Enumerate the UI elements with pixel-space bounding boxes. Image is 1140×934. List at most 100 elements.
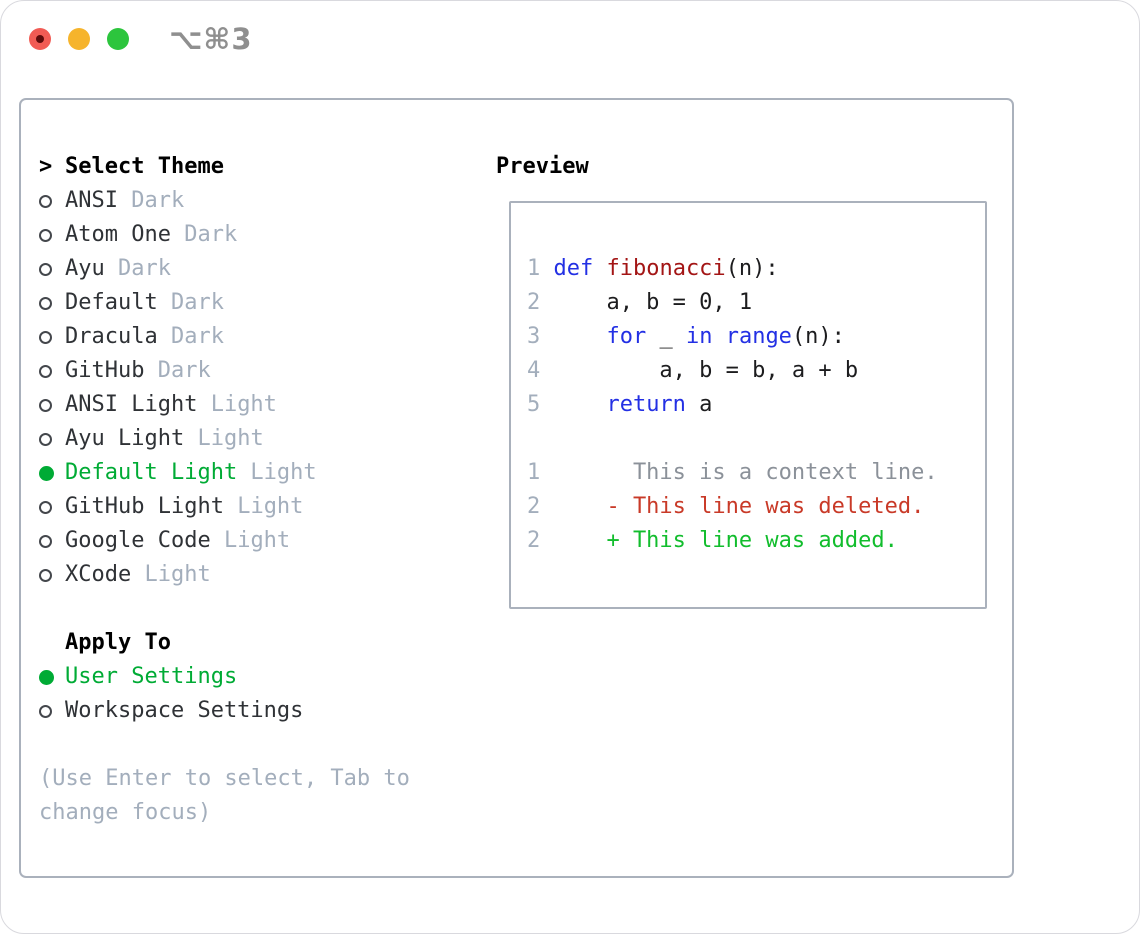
- theme-option-ayu-light[interactable]: Ayu Light Light: [39, 422, 410, 456]
- theme-variant-label: Dark: [157, 290, 224, 315]
- minimize-button[interactable]: [68, 28, 90, 50]
- option-label: Default Light: [65, 460, 238, 485]
- line-number: 2: [527, 290, 541, 315]
- option-label: GitHub: [65, 358, 145, 383]
- spacer: [39, 728, 410, 762]
- cursor-icon: >: [39, 154, 53, 179]
- code-segment-keyword: def: [553, 256, 594, 281]
- code-segment-function: fibonacci: [606, 256, 726, 281]
- theme-variant-label: Light: [131, 562, 211, 587]
- theme-option-github-light[interactable]: GitHub Light Light: [39, 490, 410, 524]
- code-segment-plain: [712, 324, 725, 349]
- code-segment-keyword: return: [606, 392, 686, 417]
- theme-variant-label: Dark: [117, 188, 185, 213]
- theme-option-ayu[interactable]: Ayu Dark: [39, 252, 410, 286]
- radio-icon: [39, 296, 65, 310]
- apply-option-user-settings[interactable]: User Settings: [39, 660, 410, 694]
- option-label: ANSI Light: [65, 392, 198, 417]
- preview-line: 1 This is a context line.: [527, 456, 985, 490]
- radio-icon: [39, 330, 65, 344]
- line-number: 3: [527, 324, 541, 349]
- close-button[interactable]: [29, 28, 51, 50]
- radio-icon: [39, 194, 65, 208]
- option-label: Workspace Settings: [65, 698, 304, 723]
- theme-option-xcode[interactable]: XCode Light: [39, 558, 410, 592]
- preview-line: 5 return a: [527, 388, 985, 422]
- preview-line: 2 a, b = 0, 1: [527, 286, 985, 320]
- code-segment-plain: a, b = b, a + b: [553, 358, 859, 383]
- line-number: 1: [527, 256, 541, 281]
- theme-option-dracula[interactable]: Dracula Dark: [39, 320, 410, 354]
- radio-icon: [39, 432, 65, 446]
- radio-icon: [39, 262, 65, 276]
- radio-icon: [39, 534, 65, 548]
- apply-option-workspace-settings[interactable]: Workspace Settings: [39, 694, 410, 728]
- preview-line: 2 + This line was added.: [527, 524, 985, 558]
- theme-variant-label: Dark: [157, 324, 224, 349]
- theme-option-github[interactable]: GitHub Dark: [39, 354, 410, 388]
- line-number: 5: [527, 392, 541, 417]
- code-segment-plain: a, b = 0, 1: [553, 290, 753, 315]
- radio-selected-icon: [39, 669, 65, 685]
- preview-line: 1 def fibonacci(n):: [527, 252, 985, 286]
- theme-list-title: Select Theme: [65, 154, 224, 179]
- line-number: 1: [527, 460, 541, 485]
- preview-title: Preview: [496, 154, 589, 179]
- theme-variant-label: Dark: [104, 256, 171, 281]
- help-text-line-2: change focus): [39, 800, 212, 825]
- option-label: User Settings: [65, 664, 238, 689]
- option-label: Google Code: [65, 528, 211, 553]
- radio-icon: [39, 364, 65, 378]
- spacer: [39, 592, 410, 626]
- code-segment-deleted: - This line was deleted.: [553, 494, 925, 519]
- code-segment-keyword: range: [725, 324, 792, 349]
- code-segment-keyword: for: [606, 324, 647, 349]
- code-segment-context: This is a context line.: [553, 460, 938, 485]
- code-segment-plain: _: [646, 324, 686, 349]
- radio-icon: [39, 704, 65, 718]
- radio-selected-icon: [39, 465, 65, 481]
- option-label: ANSI: [65, 188, 118, 213]
- theme-variant-label: Light: [223, 494, 304, 519]
- theme-option-ansi[interactable]: ANSI Dark: [39, 184, 410, 218]
- code-segment-added: + This line was added.: [553, 528, 898, 553]
- option-label: Atom One: [65, 222, 171, 247]
- help-text-line-1: (Use Enter to select, Tab to: [39, 766, 410, 791]
- theme-option-ansi-light[interactable]: ANSI Light Light: [39, 388, 410, 422]
- code-segment-plain: [553, 324, 606, 349]
- preview-line: 4 a, b = b, a + b: [527, 354, 985, 388]
- apply-to-header: Apply To: [39, 626, 410, 660]
- apply-to-title: Apply To: [65, 630, 171, 655]
- line-number: 2: [527, 528, 541, 553]
- theme-option-atom-one[interactable]: Atom One Dark: [39, 218, 410, 252]
- radio-icon: [39, 568, 65, 582]
- theme-option-default-light[interactable]: Default Light Light: [39, 456, 410, 490]
- code-segment-plain: a: [685, 392, 713, 417]
- code-segment-keyword: in: [685, 324, 713, 349]
- code-segment-plain: [593, 256, 606, 281]
- theme-option-default[interactable]: Default Dark: [39, 286, 410, 320]
- preview-line: 3 for _ in range(n):: [527, 320, 985, 354]
- theme-variant-label: Light: [237, 460, 317, 485]
- theme-variant-label: Light: [197, 392, 277, 417]
- preview-line: [527, 422, 985, 456]
- code-segment-plain: [553, 392, 606, 417]
- radio-icon: [39, 398, 65, 412]
- radio-icon: [39, 228, 65, 242]
- theme-list-header: > Select Theme: [39, 150, 410, 184]
- option-label: XCode: [65, 562, 132, 587]
- radio-icon: [39, 500, 65, 514]
- zoom-button[interactable]: [107, 28, 129, 50]
- theme-option-google-code[interactable]: Google Code Light: [39, 524, 410, 558]
- keyboard-shortcut-label: ⌥⌘3: [169, 22, 253, 56]
- code-segment-plain: (n):: [725, 256, 779, 281]
- titlebar: ⌥⌘3: [1, 1, 1139, 77]
- option-label: Dracula: [65, 324, 158, 349]
